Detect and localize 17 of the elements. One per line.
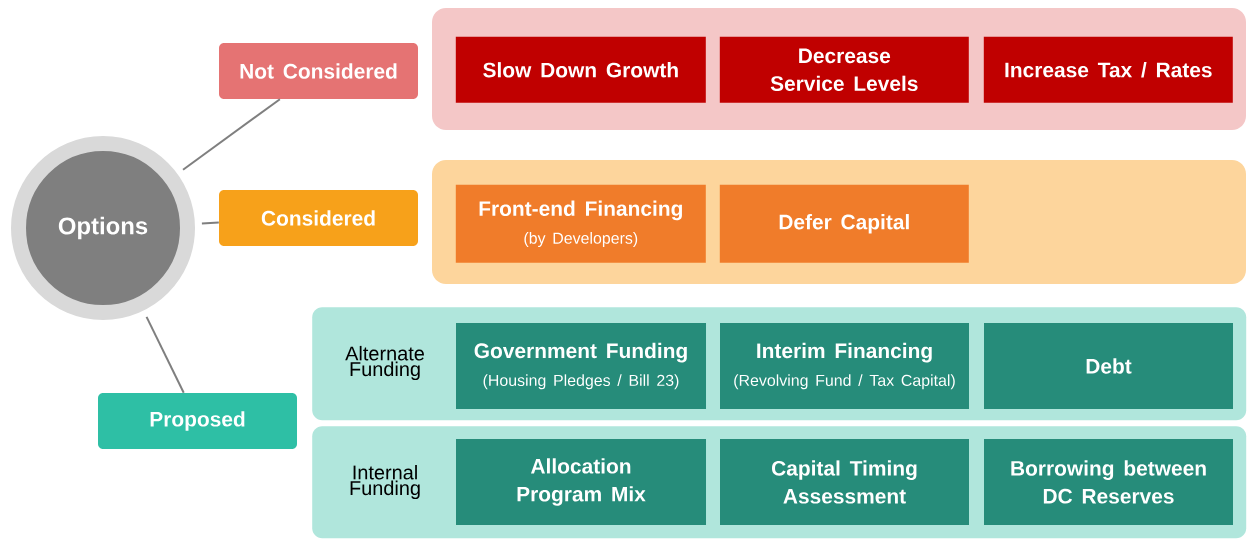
connector-line [145, 315, 185, 394]
option-box: Front-end Financing (by Developers) [455, 184, 706, 263]
option-box: Allocation Program Mix [456, 439, 706, 525]
option-box: Capital Timing Assessment [720, 439, 969, 525]
connector-line [200, 221, 220, 225]
option-box: Increase Tax / Rates [983, 36, 1233, 103]
option-box: Interim Financing (Revolving Fund / Tax Capital) [720, 323, 969, 409]
category-label: Proposed [98, 393, 297, 449]
option-box: Defer Capital [719, 184, 969, 263]
option-box: Slow Down Growth [455, 36, 706, 103]
option-box: Decrease Service Levels [719, 36, 969, 103]
category-label: Considered [219, 190, 418, 246]
category-label: Not Considered [219, 43, 418, 99]
option-box: Borrowing between DC Reserves [984, 439, 1233, 525]
option-box: Government Funding (Housing Pledges / Bill 23) [456, 323, 706, 409]
option-box: Debt [984, 323, 1233, 409]
connector-line [182, 98, 281, 171]
